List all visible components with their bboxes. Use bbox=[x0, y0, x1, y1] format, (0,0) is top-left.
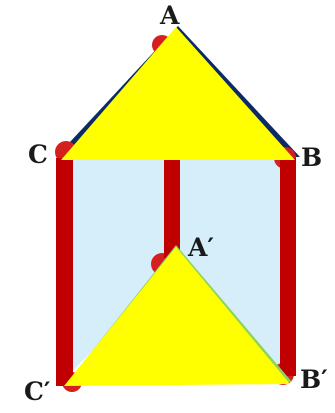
label-A: A bbox=[159, 1, 180, 30]
bottom-face-A-prime-B-prime-C-prime bbox=[64, 247, 290, 386]
lateral-edge-BB bbox=[280, 158, 296, 376]
side-face-left bbox=[62, 160, 178, 382]
label-C: C bbox=[28, 140, 48, 169]
label-B: B bbox=[301, 143, 322, 172]
top-face-ABC bbox=[61, 27, 295, 160]
side-face-right bbox=[178, 160, 288, 378]
label-C-prime: C′ bbox=[24, 377, 51, 406]
lateral-edge-AA bbox=[164, 158, 180, 258]
lateral-edge-CC bbox=[56, 158, 73, 386]
label-A-prime: A′ bbox=[187, 233, 214, 262]
label-B-prime: B′ bbox=[300, 365, 328, 394]
